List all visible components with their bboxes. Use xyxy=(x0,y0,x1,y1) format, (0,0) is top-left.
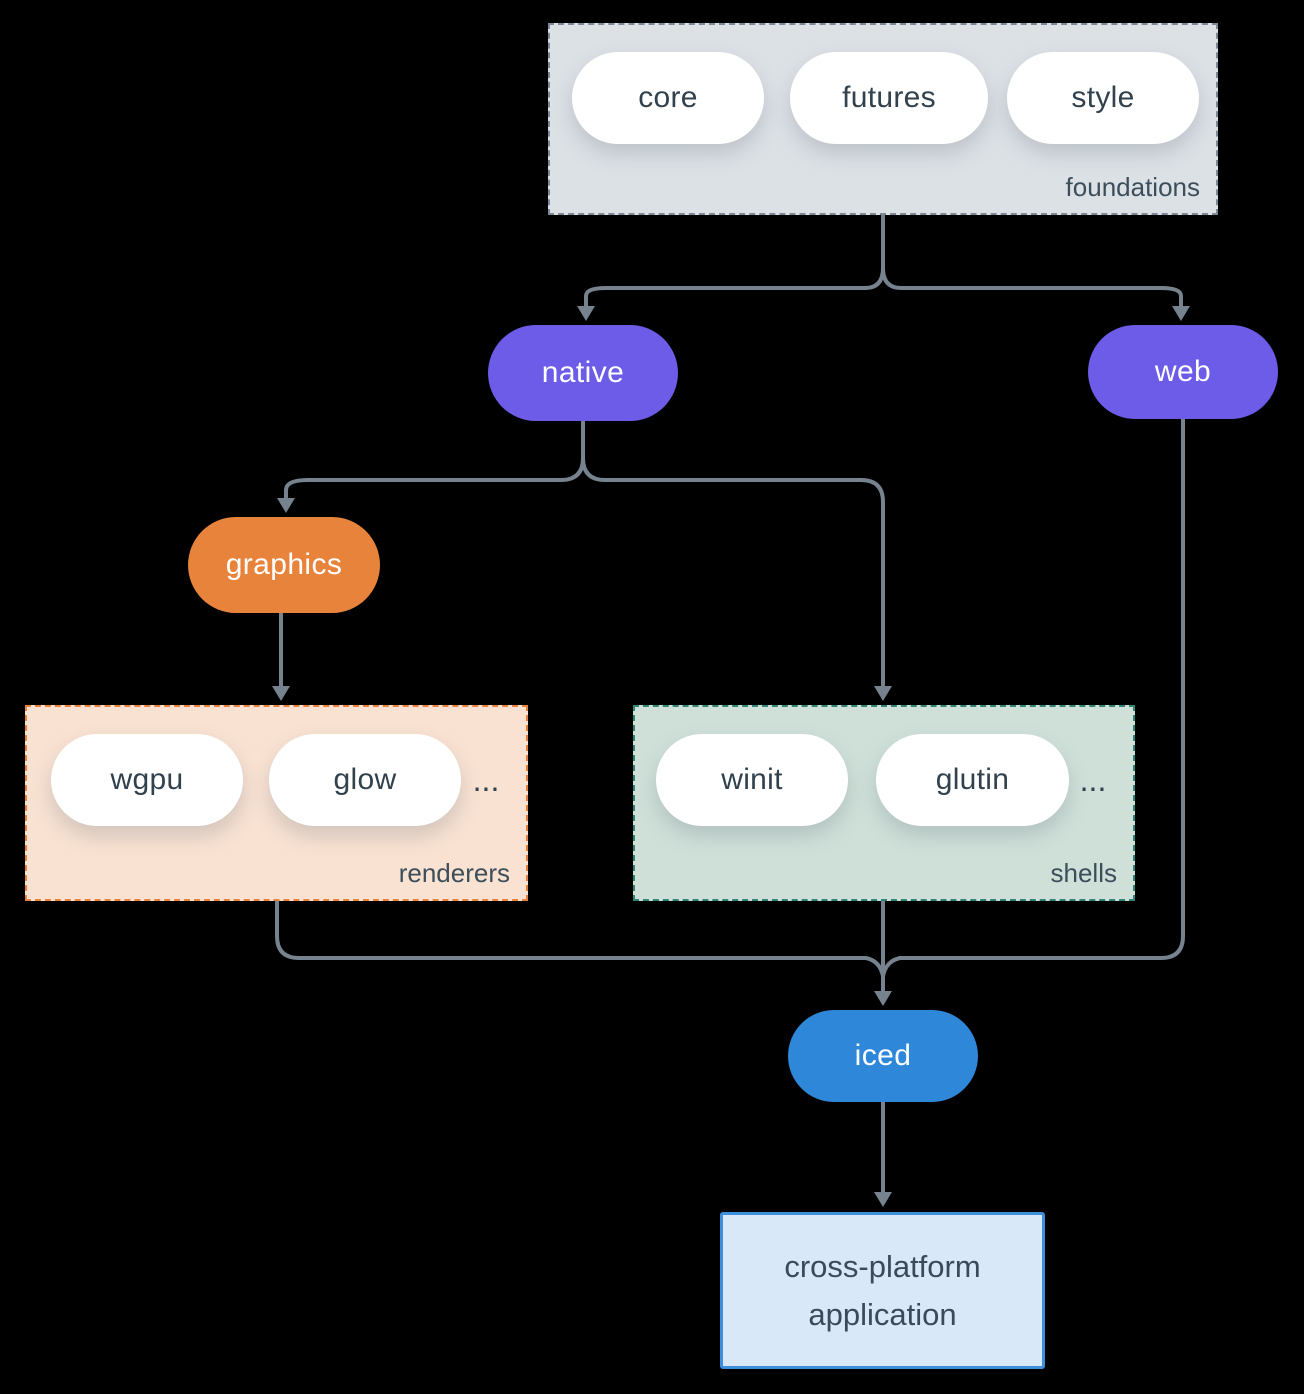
group-label-shells: shells xyxy=(1050,858,1117,888)
node-graphics: graphics xyxy=(188,517,380,613)
node-iced: iced xyxy=(788,1010,978,1102)
edge-native-graphics xyxy=(284,456,585,500)
node-web: web xyxy=(1088,325,1278,419)
pill-glow: glow xyxy=(269,734,461,826)
arrowhead-into-renderers xyxy=(272,686,290,701)
node-native: native xyxy=(488,325,678,421)
group-foundations: core futures style foundations xyxy=(548,23,1218,215)
application-label-line1: cross-platform xyxy=(784,1248,981,1284)
node-cross-platform-application: cross-platform application xyxy=(720,1212,1045,1369)
edge-native-shells xyxy=(581,456,885,688)
group-shells: winit glutin ... shells xyxy=(633,705,1135,901)
application-label-line2: application xyxy=(808,1296,957,1332)
pill-futures: futures xyxy=(790,52,988,144)
pill-glutin: glutin xyxy=(876,734,1069,826)
arrowhead-into-web xyxy=(1172,306,1190,321)
pill-core: core xyxy=(572,52,764,144)
arrowhead-into-shells xyxy=(874,686,892,701)
pill-wgpu: wgpu xyxy=(51,734,243,826)
renderers-ellipsis: ... xyxy=(472,761,500,798)
arrowhead-into-application xyxy=(874,1192,892,1207)
group-label-foundations: foundations xyxy=(1065,172,1200,202)
arrowhead-into-native xyxy=(577,306,595,321)
group-label-renderers: renderers xyxy=(398,858,510,888)
merge-fillet-right xyxy=(881,956,902,978)
pill-style: style xyxy=(1007,52,1199,144)
edge-foundations-web xyxy=(881,266,1183,308)
shells-ellipsis: ... xyxy=(1079,761,1107,798)
edge-renderers-merge xyxy=(275,899,868,960)
arrowhead-into-graphics xyxy=(277,498,295,513)
merge-fillet-left xyxy=(864,956,885,978)
group-renderers: wgpu glow ... renderers xyxy=(25,705,528,901)
pill-winit: winit xyxy=(656,734,848,826)
arrowhead-into-iced xyxy=(874,991,892,1006)
edge-foundations-native xyxy=(584,266,885,308)
